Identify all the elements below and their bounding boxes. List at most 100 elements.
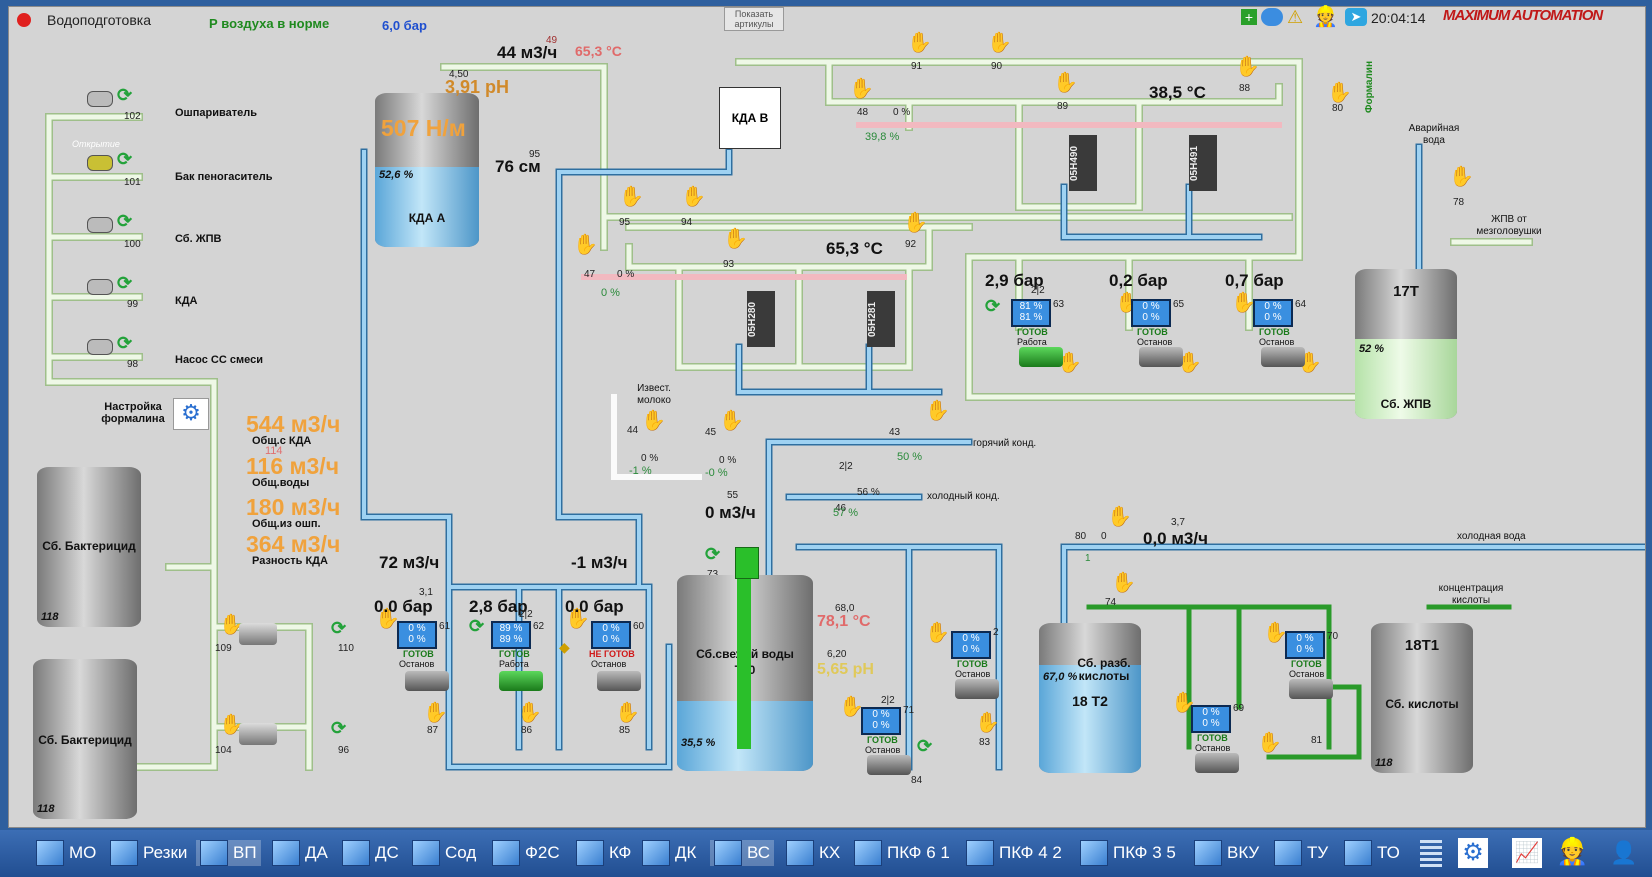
manual-mode-icon[interactable]: ✋	[423, 702, 448, 724]
pump-65-icon[interactable]	[1139, 347, 1183, 367]
taskbar-item-pkf61[interactable]: ПКФ 6 1	[854, 840, 950, 866]
tank-18t1[interactable]: 18Т1 Сб. кислоты 118	[1371, 623, 1473, 773]
taskbar-item-sod[interactable]: Сод	[412, 840, 476, 866]
close-window-button[interactable]	[17, 13, 31, 27]
menu-list-icon[interactable]	[1420, 840, 1442, 868]
chat-icon[interactable]	[1261, 8, 1283, 26]
taskbar-item-da[interactable]: ДА	[272, 840, 328, 866]
auto-mode-icon[interactable]: ⟳	[469, 616, 485, 636]
manual-mode-icon[interactable]: ✋	[1257, 732, 1282, 754]
valve-98-icon[interactable]	[87, 339, 113, 355]
pump-62-monitor[interactable]: 89 %89 %	[491, 621, 531, 649]
show-articles-button[interactable]: Показать артикулы	[724, 7, 784, 31]
auto-mode-icon[interactable]: ⟳	[117, 211, 133, 231]
pump-60-monitor[interactable]: 0 %0 %	[591, 621, 631, 649]
tank-kda-a[interactable]: 507 Н/м 52,6 % КДА А	[375, 93, 479, 247]
taskbar-item-rezki[interactable]: Резки	[110, 840, 187, 866]
pump-64-icon[interactable]	[1261, 347, 1305, 367]
tank-18t2[interactable]: Сб. разб. кислоты 67,0 % 18 Т2	[1039, 623, 1141, 773]
manual-mode-icon[interactable]: ✋	[719, 410, 744, 432]
manual-mode-icon[interactable]: ✋	[1177, 352, 1202, 374]
pump-69-icon[interactable]	[1195, 753, 1239, 773]
taskbar-item-dk[interactable]: ДК	[642, 840, 696, 866]
taskbar-item-pkf42[interactable]: ПКФ 4 2	[966, 840, 1062, 866]
manual-mode-icon[interactable]: ✋	[573, 234, 598, 256]
manual-mode-icon[interactable]: ✋	[1231, 292, 1256, 314]
manual-mode-icon[interactable]: ✋	[1449, 166, 1474, 188]
gear-icon[interactable]: ⚙	[1458, 838, 1488, 868]
manual-mode-icon[interactable]: ✋	[925, 622, 950, 644]
pump-65-monitor[interactable]: 0 %0 %	[1131, 299, 1171, 327]
manual-mode-icon[interactable]: ✋	[375, 608, 400, 630]
manual-mode-icon[interactable]: ✋	[1263, 622, 1288, 644]
taskbar-item-pkf35[interactable]: ПКФ 3 5	[1080, 840, 1176, 866]
auto-mode-icon[interactable]: ⟳	[117, 149, 133, 169]
pump-62-icon[interactable]	[499, 671, 543, 691]
pump-69-monitor[interactable]: 0 %0 %	[1191, 705, 1231, 733]
manual-mode-icon[interactable]: ✋	[839, 696, 864, 718]
manual-mode-icon[interactable]: ✋	[615, 702, 640, 724]
taskbar-item-kh[interactable]: КХ	[786, 840, 840, 866]
heat-exchanger-05h281[interactable]: 05Н281	[867, 291, 895, 347]
pump-71-monitor[interactable]: 0 %0 %	[861, 707, 901, 735]
pump-71-icon[interactable]	[867, 755, 911, 775]
pump-60-icon[interactable]	[597, 671, 641, 691]
taskbar-item-vp[interactable]: ВП	[196, 840, 261, 866]
manual-mode-icon[interactable]: ✋	[907, 32, 932, 54]
taskbar-item-tu[interactable]: ТУ	[1274, 840, 1328, 866]
telegram-icon[interactable]: ➤	[1345, 8, 1367, 26]
trend-chart-icon[interactable]: 📈	[1512, 838, 1542, 868]
auto-mode-icon[interactable]: ⟳	[985, 296, 1001, 316]
pump-70-icon[interactable]	[1289, 679, 1333, 699]
manual-mode-icon[interactable]: ✋	[925, 400, 950, 422]
pump-61-monitor[interactable]: 0 %0 %	[397, 621, 437, 649]
manual-mode-icon[interactable]: ✋	[641, 410, 666, 432]
manual-mode-icon[interactable]: ✋	[1327, 82, 1352, 104]
valve-101-icon[interactable]	[87, 155, 113, 171]
pump-61-icon[interactable]	[405, 671, 449, 691]
manual-mode-icon[interactable]: ✋	[1111, 572, 1136, 594]
taskbar-item-kf[interactable]: КФ	[576, 840, 631, 866]
heat-exchanger-05h280[interactable]: 05Н280	[747, 291, 775, 347]
auto-mode-icon[interactable]: ⟳	[705, 544, 721, 564]
manual-mode-icon[interactable]: ✋	[619, 186, 644, 208]
manual-mode-icon[interactable]: ✋	[219, 614, 244, 636]
pump-109-icon[interactable]	[239, 623, 277, 645]
manual-mode-icon[interactable]: ✋	[1053, 72, 1078, 94]
heat-exchanger-05h490[interactable]: 05Н490	[1069, 135, 1097, 191]
valve-99-icon[interactable]	[87, 279, 113, 295]
auto-mode-icon[interactable]: ⟳	[331, 718, 347, 738]
manual-mode-icon[interactable]: ✋	[1107, 506, 1132, 528]
manual-mode-icon[interactable]: ✋	[849, 78, 874, 100]
warning-icon[interactable]: ⚠	[1287, 7, 1304, 27]
taskbar-item-mo[interactable]: МО	[36, 840, 96, 866]
valve-100-icon[interactable]	[87, 217, 113, 233]
add-icon[interactable]: +	[1241, 9, 1257, 25]
auto-mode-icon[interactable]: ⟳	[117, 333, 133, 353]
pump-104-icon[interactable]	[239, 723, 277, 745]
mixer-73-motor-icon[interactable]	[735, 547, 759, 579]
heat-exchanger-05h491[interactable]: 05Н491	[1189, 135, 1217, 191]
pump-2-monitor[interactable]: 0 %0 %	[951, 631, 991, 659]
tank-kda-b[interactable]: КДА В	[719, 87, 781, 149]
tank-t20[interactable]: Сб.свежей воды Т20 35,5 %	[677, 575, 813, 771]
manual-mode-icon[interactable]: ✋	[1235, 56, 1260, 78]
tank-17t[interactable]: 17Т 52 % Сб. ЖПВ	[1355, 269, 1457, 419]
manual-mode-icon[interactable]: ✋	[219, 714, 244, 736]
pump-64-monitor[interactable]: 0 %0 %	[1253, 299, 1293, 327]
gear-icon[interactable]: ⚙	[173, 398, 209, 430]
tank-bactericide-2[interactable]: Сб. Бактерицид 118	[33, 659, 137, 819]
manual-mode-icon[interactable]: ✋	[723, 228, 748, 250]
pump-63-monitor[interactable]: 81 %81 %	[1011, 299, 1051, 327]
manual-mode-icon[interactable]: ✋	[565, 608, 590, 630]
pump-2-icon[interactable]	[955, 679, 999, 699]
auto-mode-icon[interactable]: ⟳	[117, 273, 133, 293]
user-icon[interactable]: 👤	[1610, 840, 1638, 865]
manual-mode-icon[interactable]: ✋	[903, 212, 928, 234]
taskbar-item-vku[interactable]: ВКУ	[1194, 840, 1259, 866]
pump-63-icon[interactable]	[1019, 347, 1063, 367]
auto-mode-icon[interactable]: ⟳	[117, 85, 133, 105]
auto-mode-icon[interactable]: ⟳	[331, 618, 347, 638]
tank-bactericide-1[interactable]: Сб. Бактерицид 118	[37, 467, 141, 627]
manual-mode-icon[interactable]: ✋	[681, 186, 706, 208]
